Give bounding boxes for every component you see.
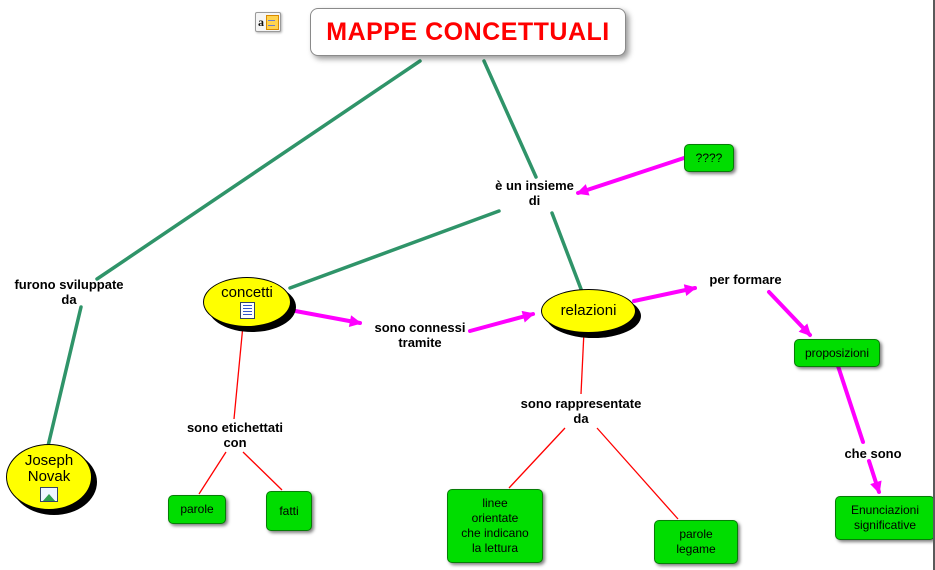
node-joseph-novak[interactable]: Joseph Novak bbox=[6, 444, 92, 510]
note-icon bbox=[266, 14, 279, 30]
node-concetti-label: concetti bbox=[221, 283, 273, 301]
node-parole-label: parole bbox=[180, 502, 214, 516]
node-relazioni[interactable]: relazioni bbox=[541, 289, 636, 333]
node-parole[interactable]: parole bbox=[168, 495, 226, 524]
link-concetti-to-etichettati bbox=[233, 324, 244, 420]
link-furono-to-novak bbox=[46, 305, 83, 448]
link-question-to-insieme bbox=[576, 156, 686, 196]
phrase-che-sono[interactable]: che sono bbox=[844, 446, 902, 461]
node-question-label: ???? bbox=[695, 150, 723, 165]
window-edge bbox=[933, 0, 935, 570]
link-proposizioni-to-chesono bbox=[836, 364, 865, 444]
node-fatti-label: fatti bbox=[279, 503, 299, 518]
link-insieme-to-relazioni bbox=[550, 211, 583, 291]
node-linee-orientate[interactable]: linee orientate che indicano la lettura bbox=[447, 489, 543, 563]
link-relazioni-to-rappresentate bbox=[580, 330, 585, 395]
link-rappresentate-to-linee bbox=[508, 427, 566, 489]
link-relazioni-to-formare bbox=[632, 284, 697, 303]
node-proposizioni-label: proposizioni bbox=[804, 345, 870, 360]
link-concetti-to-connessi bbox=[288, 308, 362, 328]
phrase-e-un-insieme[interactable]: è un insieme di bbox=[495, 178, 574, 209]
link-connessi-to-relazioni bbox=[468, 310, 535, 333]
link-insieme-to-concetti bbox=[288, 209, 501, 290]
node-concetti[interactable]: concetti bbox=[203, 277, 291, 327]
document-resource-icon[interactable] bbox=[239, 302, 255, 320]
link-title-to-insieme bbox=[482, 59, 538, 179]
node-linee-orientate-label: linee orientate che indicano la lettura bbox=[461, 496, 529, 555]
node-relazioni-label: relazioni bbox=[560, 301, 617, 319]
node-question-marks[interactable]: ???? bbox=[684, 144, 734, 172]
title-text: MAPPE CONCETTUALI bbox=[326, 17, 610, 46]
node-fatti[interactable]: fatti bbox=[266, 491, 312, 531]
link-title-to-furono bbox=[95, 59, 422, 281]
annotation-icon[interactable]: a bbox=[255, 12, 281, 32]
annotation-letter: a bbox=[258, 14, 264, 29]
phrase-furono-sviluppate[interactable]: furono sviluppate da bbox=[14, 277, 124, 308]
node-joseph-novak-label: Joseph Novak bbox=[24, 451, 74, 485]
link-rappresentate-to-parolelegame bbox=[596, 427, 679, 520]
link-formare-to-proposizioni bbox=[767, 290, 812, 337]
node-title[interactable]: MAPPE CONCETTUALI bbox=[310, 8, 626, 56]
phrase-sono-etichettati[interactable]: sono etichettati con bbox=[186, 420, 284, 451]
node-parole-legame-label: parole legame bbox=[676, 527, 716, 556]
link-chesono-to-enunciazioni bbox=[867, 459, 882, 494]
phrase-sono-rappresentate[interactable]: sono rappresentate da bbox=[520, 396, 642, 427]
node-enunciazioni[interactable]: Enunciazioni significative bbox=[835, 496, 935, 540]
node-parole-legame[interactable]: parole legame bbox=[654, 520, 738, 564]
link-etichettati-to-fatti bbox=[242, 451, 283, 491]
node-enunciazioni-label: Enunciazioni significative bbox=[850, 503, 920, 532]
phrase-per-formare[interactable]: per formare bbox=[709, 272, 782, 287]
node-proposizioni[interactable]: proposizioni bbox=[794, 339, 880, 367]
link-etichettati-to-parole bbox=[198, 451, 227, 495]
phrase-sono-connessi[interactable]: sono connessi tramite bbox=[374, 320, 466, 351]
image-resource-icon[interactable] bbox=[40, 486, 58, 502]
